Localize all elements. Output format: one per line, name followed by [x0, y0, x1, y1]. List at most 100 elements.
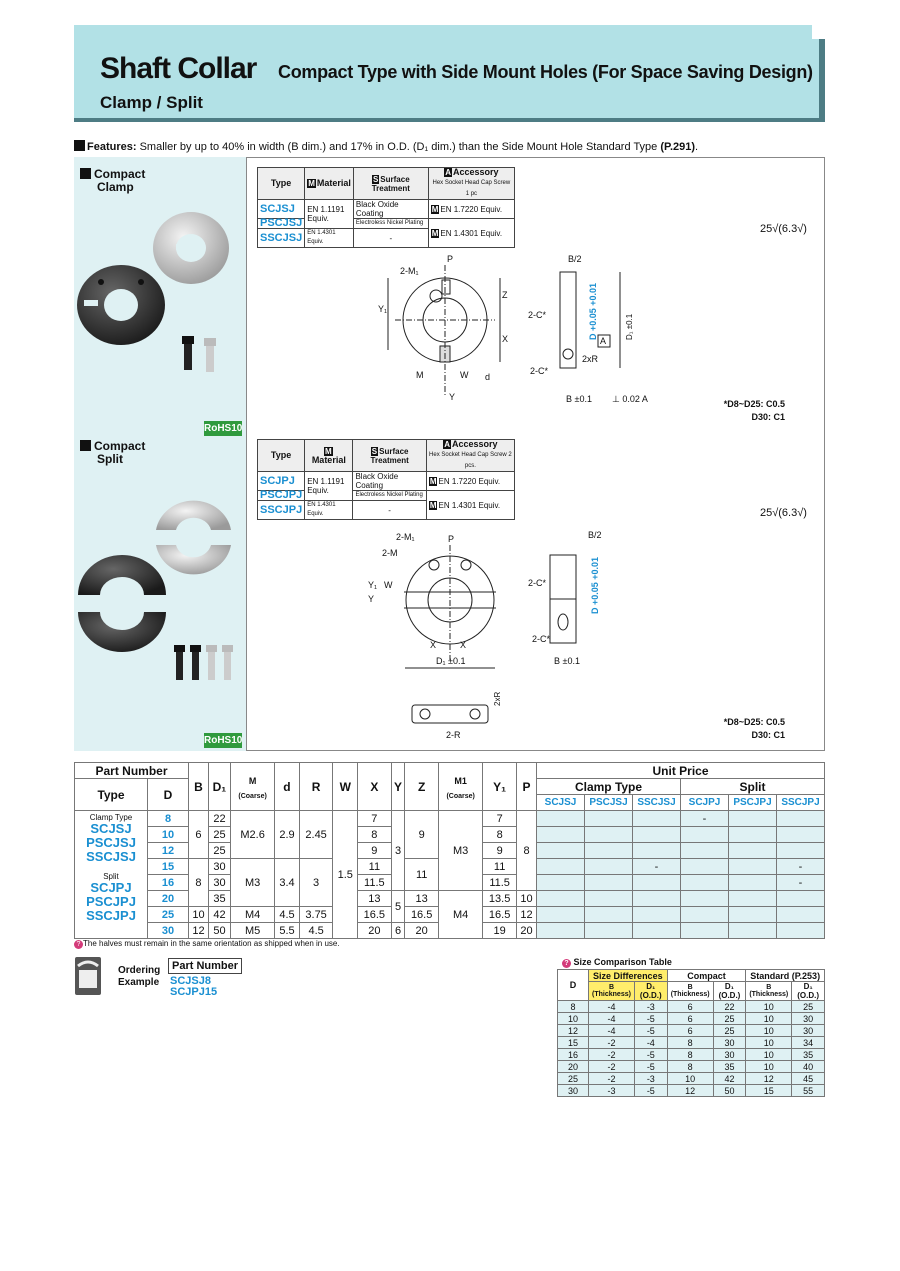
square-bullet-icon: [80, 440, 91, 451]
h-d1: D₁: [207, 762, 231, 811]
price-cell[interactable]: [536, 906, 585, 923]
x-cell: 16.5: [356, 906, 392, 923]
d-cell: 16: [147, 874, 189, 891]
price-cell[interactable]: [680, 906, 729, 923]
d1-cell: 30: [207, 858, 231, 875]
price-cell[interactable]: [536, 858, 585, 875]
price-cell[interactable]: [632, 906, 681, 923]
price-cell[interactable]: [584, 842, 633, 859]
price-cell[interactable]: [680, 858, 729, 875]
label-m1: 2-M₁: [396, 532, 415, 542]
price-cell[interactable]: [680, 922, 729, 939]
price-cell[interactable]: [632, 890, 681, 907]
size-cell: 10: [666, 1072, 714, 1085]
price-cell[interactable]: [776, 906, 825, 923]
m-cell: M5: [229, 922, 276, 939]
material-cell: EN 1.4301 Equiv.: [304, 500, 354, 520]
price-col: SCJPJ: [680, 794, 729, 811]
price-cell[interactable]: [728, 874, 777, 891]
price-cell[interactable]: [536, 922, 585, 939]
price-cell[interactable]: [728, 826, 777, 843]
price-cell[interactable]: [728, 922, 777, 939]
size-cell: 6: [666, 1012, 714, 1025]
label-d-tol: D +0.05 +0.01: [588, 283, 598, 340]
features-line: Features: Smaller by up to 40% in width …: [74, 140, 698, 153]
size-cell: 10: [745, 1036, 793, 1049]
price-cell[interactable]: [728, 906, 777, 923]
price-cell[interactable]: [584, 906, 633, 923]
price-cell[interactable]: [728, 842, 777, 859]
label-c: 2-C*: [528, 578, 547, 588]
size-cell: -5: [634, 1012, 668, 1025]
size-cell: -3: [588, 1084, 635, 1097]
price-cell[interactable]: [536, 826, 585, 843]
price-cell[interactable]: [584, 858, 633, 875]
surface-cell: -: [352, 228, 429, 248]
price-cell[interactable]: [776, 826, 825, 843]
price-cell[interactable]: [728, 810, 777, 827]
price-cell: -: [776, 874, 825, 891]
s-icon: S: [371, 174, 380, 184]
price-cell[interactable]: [632, 874, 681, 891]
price-cell[interactable]: [680, 874, 729, 891]
x-cell: 8: [356, 826, 392, 843]
price-cell[interactable]: [680, 826, 729, 843]
clamp-drawing: 2-M₁ P Y₁ Z X M W d Y B/2 2-C* 2-C* 2xR …: [378, 254, 648, 404]
price-cell[interactable]: [536, 810, 585, 827]
label-b2: B/2: [588, 530, 602, 540]
label-d-tol: D +0.05 +0.01: [590, 557, 600, 614]
label-y: Y: [368, 594, 374, 604]
h-d1: D₁ (O.D.): [634, 981, 668, 1001]
surface-cell: Black Oxide Coating: [352, 471, 427, 491]
price-cell[interactable]: [728, 890, 777, 907]
size-cell: 42: [712, 1072, 747, 1085]
price-cell[interactable]: [776, 842, 825, 859]
price-cell: -: [776, 858, 825, 875]
d-cell: 20: [147, 890, 189, 907]
price-cell[interactable]: [680, 890, 729, 907]
price-cell[interactable]: [584, 826, 633, 843]
size-cell: 10: [557, 1012, 589, 1025]
price-cell[interactable]: [632, 842, 681, 859]
silver-split-collar-image: [156, 500, 231, 575]
h-b: B: [188, 762, 209, 811]
phone-icon: [75, 957, 101, 995]
p-cell: 20: [516, 922, 537, 939]
price-cell[interactable]: [536, 842, 585, 859]
size-cell: 25: [712, 1024, 747, 1037]
features-text: Smaller by up to 40% in width (B dim.) a…: [139, 141, 658, 153]
h-b: B (Thickness): [666, 981, 714, 1001]
size-cell: 12: [745, 1072, 793, 1085]
features-ref-link[interactable]: (P.291): [660, 141, 696, 153]
z-cell: 20: [404, 922, 440, 939]
price-cell[interactable]: [536, 890, 585, 907]
price-cell[interactable]: [584, 922, 633, 939]
price-cell[interactable]: [632, 922, 681, 939]
size-cell: -5: [634, 1048, 668, 1061]
price-cell[interactable]: [776, 810, 825, 827]
size-cell: 25: [557, 1072, 589, 1085]
h-d1: D₁ (O.D.): [712, 981, 747, 1001]
price-cell[interactable]: [728, 858, 777, 875]
price-cell[interactable]: [584, 890, 633, 907]
b-cell: 8: [188, 858, 209, 907]
price-cell[interactable]: [680, 842, 729, 859]
x-cell: 7: [356, 810, 392, 827]
price-cell[interactable]: [776, 922, 825, 939]
price-cell[interactable]: [776, 890, 825, 907]
r-cell: 3.75: [298, 906, 334, 923]
price-cell[interactable]: [536, 874, 585, 891]
price-cell[interactable]: [584, 874, 633, 891]
features-label: Features:: [87, 141, 137, 153]
split-label-2: Split: [97, 452, 123, 466]
price-cell[interactable]: [632, 810, 681, 827]
price-cell[interactable]: [584, 810, 633, 827]
type-cell: SSCJSJ: [256, 228, 306, 248]
price-cell[interactable]: [632, 826, 681, 843]
